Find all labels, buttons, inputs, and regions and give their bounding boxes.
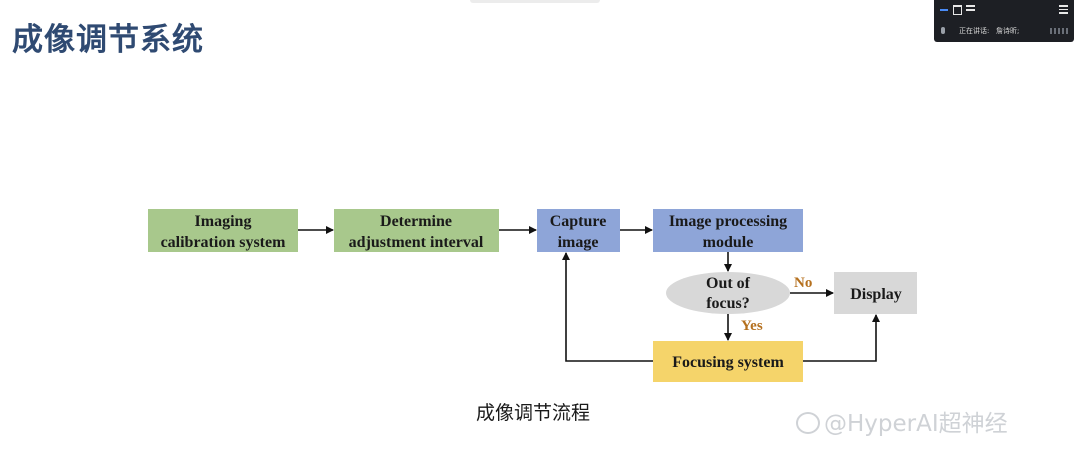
node-capture-image-line2: image xyxy=(558,234,599,251)
node-imaging-calibration-line1: Imaging xyxy=(195,213,252,230)
list-icon[interactable] xyxy=(966,5,975,14)
node-imaging-calibration-line2: calibration system xyxy=(161,234,287,251)
node-determine-interval xyxy=(334,209,499,252)
edge-focusing-to-capture xyxy=(562,252,653,362)
edge-label-no: No xyxy=(794,275,812,291)
window-icon[interactable] xyxy=(953,5,962,15)
node-out-of-focus xyxy=(666,272,790,314)
watermark-logo-icon xyxy=(796,412,820,434)
node-out-of-focus-line2: focus? xyxy=(706,295,750,312)
figure-caption: 成像调节流程 xyxy=(475,402,590,424)
top-tab-handle[interactable] xyxy=(470,0,600,3)
node-image-processing-line2: module xyxy=(703,234,754,251)
node-out-of-focus-line1: Out of xyxy=(706,275,751,292)
microphone-icon[interactable] xyxy=(941,27,945,34)
node-focusing-system xyxy=(653,341,803,382)
node-capture-image xyxy=(537,209,620,252)
node-image-processing-line1: Image processing xyxy=(669,213,787,230)
edge-label-yes: Yes xyxy=(741,318,763,334)
speaker-name: 詹诗昕; xyxy=(996,27,1020,35)
node-imaging-calibration xyxy=(148,209,298,252)
meeting-toolbar: 正在讲话: 詹诗昕; xyxy=(934,0,1074,42)
node-determine-interval-line1: Determine xyxy=(380,213,452,230)
speaking-label: 正在讲话: xyxy=(959,27,990,35)
edge-focusing-to-display xyxy=(803,314,880,362)
node-display xyxy=(834,272,917,314)
node-capture-image-line1: Capture xyxy=(550,213,607,230)
slide-title: 成像调节系统 xyxy=(12,22,204,58)
node-image-processing xyxy=(653,209,803,252)
audio-wave-icon xyxy=(1050,28,1068,34)
active-indicator xyxy=(940,9,948,11)
watermark-text: @HyperAI超神经 xyxy=(824,411,1008,437)
toolbar-top-row xyxy=(934,2,1074,18)
menu-icon[interactable] xyxy=(1059,5,1068,14)
node-display-label: Display xyxy=(850,286,902,303)
watermark: @HyperAI超神经 xyxy=(796,404,1008,438)
node-determine-interval-line2: adjustment interval xyxy=(349,234,484,251)
toolbar-speaker-row: 正在讲话: 詹诗昕; xyxy=(934,22,1074,40)
node-focusing-system-label: Focusing system xyxy=(672,354,784,371)
